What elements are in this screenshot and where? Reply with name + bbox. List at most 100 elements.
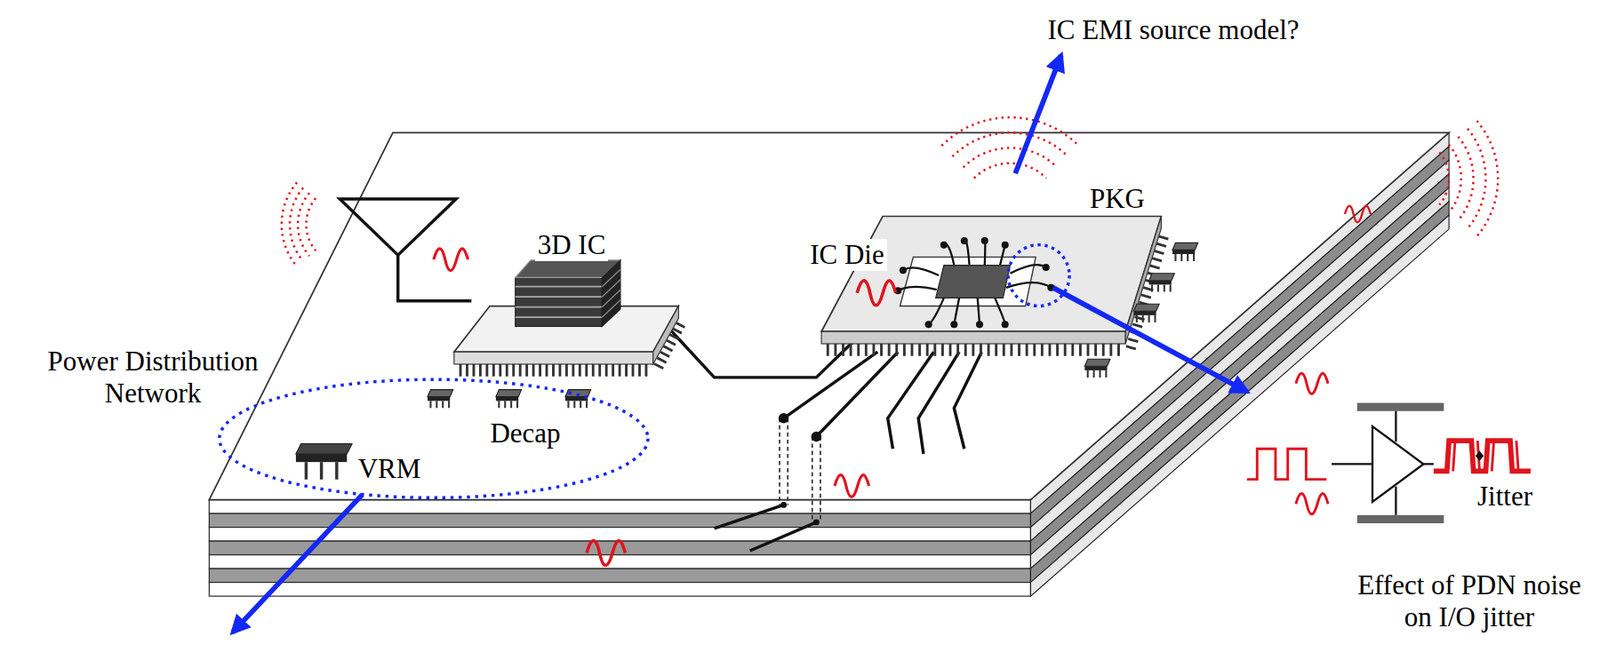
noise-squiggles [586,541,625,567]
decap-chips [1133,304,1160,323]
antenna-symbol [398,255,472,302]
via [779,418,788,506]
pcb-traces [784,352,879,419]
via-pad [778,413,822,526]
emission-arcs [281,182,297,267]
3d-die-stack [601,269,621,318]
decap-chips [427,390,454,409]
noise-squiggles [856,280,896,306]
noise-squiggles [834,475,870,498]
bond-pads [894,237,1055,328]
pdn-region [219,379,648,498]
emission-arcs [941,117,1079,146]
figure-question: IC EMI source model? [1044,14,1302,47]
buffer-inset [1357,515,1445,524]
part-label: IC Die [807,239,888,272]
ic-die [936,265,1011,299]
pcb-traces [750,522,817,552]
via-pad [780,502,787,509]
bond-wires [994,297,1005,325]
emission-arcs [1457,136,1473,221]
pcb-layers [208,583,1031,597]
pcb-top-surface [208,132,1449,500]
ic-package [821,331,1126,344]
vrm-chip [296,454,347,463]
emission-arcs [952,132,1069,157]
bond-wires [1009,264,1046,274]
highlight-circle [1008,245,1070,307]
noise-squiggles [433,248,469,272]
ic-die [900,256,1037,306]
via-pad [813,519,820,526]
decap-chips [1084,359,1111,378]
bond-wires [977,297,980,325]
emission-arcs [1439,152,1449,206]
bond-pads [976,320,984,328]
bond-pads [940,241,948,249]
vrm-chip [305,462,336,480]
callout-arrows [1053,288,1248,392]
pcb-traces [664,324,982,552]
bond-pads [925,320,933,328]
pcb-layers [208,132,1449,597]
buffer-inset [1372,426,1424,503]
3d-die-stack [515,277,603,327]
callout-arrows [232,55,1248,633]
pcb-traces [816,352,898,437]
ic-package [821,216,1165,351]
emission-arcs [963,148,1058,168]
ic-die [900,256,1037,306]
3d-die-stack [515,287,603,318]
noise-squiggles [1296,494,1328,515]
package-label: PKG [1087,183,1148,216]
buffer-inset [1433,440,1531,472]
buffer-inset [1357,403,1445,412]
pcb-layers [208,500,1031,514]
pcb-traces [953,352,982,449]
3d-ic-package [459,364,650,377]
bond-pads [981,237,989,245]
emission-arcs [1477,120,1499,237]
bond-pads [1001,320,1009,328]
antenna-symbol [339,199,456,256]
vrm-chip [296,443,352,454]
inset-caption: Effect of PDN noise on I/O jitter [1346,569,1592,633]
decap-chips [1172,242,1199,262]
vrm-chip [296,443,352,480]
bond-pads [1042,264,1050,272]
pcb-traces [888,352,935,449]
antenna-symbol [339,199,472,302]
3d-die-stack [515,260,621,328]
part-label: Decap [487,417,563,450]
emission-arcs [974,163,1047,179]
part-label: 3D IC [535,229,609,262]
buffer-inset [1453,440,1519,472]
buffer-inset [1475,451,1484,462]
decap-chips [1149,273,1176,293]
emission-arcs [289,187,304,262]
buffer-inset [1331,463,1434,465]
pcb-layers [208,555,1031,569]
3d-ic-package [454,352,654,365]
bond-pads [899,266,907,274]
noise-squiggles [433,206,1371,567]
3d-die-stack [601,260,621,328]
pcb-layers [208,541,1031,555]
region-label: Power Distribution Network [30,345,276,409]
emission-arcs [305,198,316,251]
bond-wires [953,297,960,325]
noise-squiggles [1296,373,1328,394]
emission-arcs [1448,144,1462,214]
pcb-traces [714,504,784,528]
noise-squiggles [1344,206,1371,224]
buffer-inset [1247,448,1328,480]
pcb-traces [918,352,960,455]
signal-label: Jitter [1474,480,1536,513]
bond-pads [1001,241,1009,249]
emission-arcs [1467,128,1486,229]
ic-package [826,344,1121,357]
bond-wires [1006,282,1052,288]
